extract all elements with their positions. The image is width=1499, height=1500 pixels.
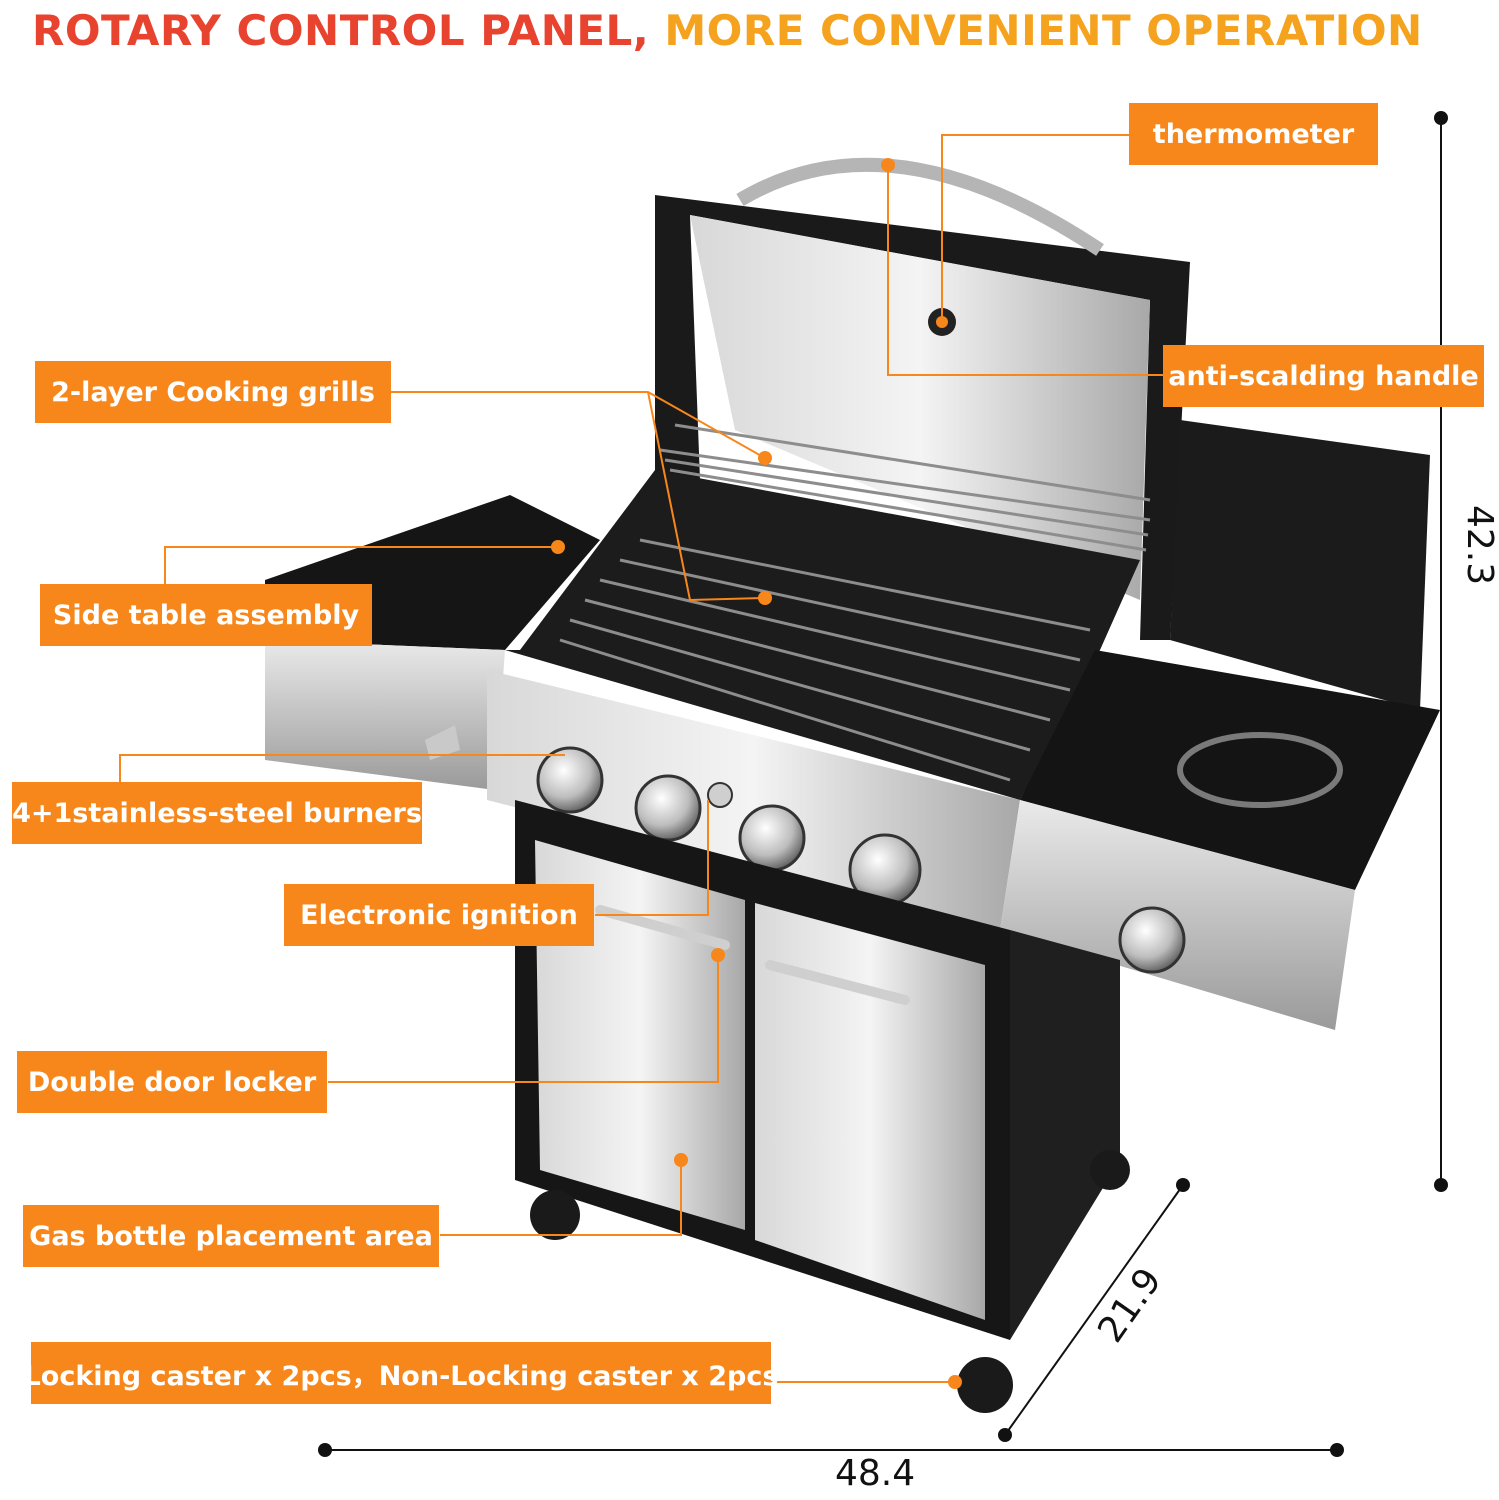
label-thermometer: thermometer <box>1129 103 1378 165</box>
label-burners: 4+1stainless-steel burners <box>12 782 422 844</box>
caster-wheel <box>1090 1150 1130 1190</box>
bottle-opener <box>425 725 460 760</box>
side-burner-knob <box>1118 906 1186 974</box>
label-anti-scalding-handle: anti-scalding handle <box>1163 345 1484 407</box>
handle-bar <box>736 157 1104 256</box>
label-electronic-ignition: Electronic ignition <box>284 884 594 946</box>
leader-dots <box>551 158 962 1389</box>
leader-lines <box>119 134 1163 1383</box>
burner-knob <box>536 746 604 814</box>
label-gas-bottle-area: Gas bottle placement area <box>23 1205 439 1267</box>
dimension-height: 42.3 <box>1459 505 1499 586</box>
headline: ROTARY CONTROL PANEL, MORE CONVENIENT OP… <box>32 6 1423 55</box>
caster-wheel <box>957 1357 1013 1413</box>
caster-wheel <box>530 1190 580 1240</box>
right-side-burner <box>1000 420 1440 1030</box>
cooking-grates <box>559 423 1151 782</box>
ignition-button <box>707 782 733 808</box>
headline-part-2: MORE CONVENIENT OPERATION <box>664 6 1423 55</box>
label-cooking-grills: 2-layer Cooking grills <box>35 361 391 423</box>
control-panel <box>487 670 1020 930</box>
dimension-lines <box>325 118 1442 1451</box>
label-casters: Locking caster x 2pcs，Non-Locking caster… <box>24 1342 778 1404</box>
door-handle <box>765 960 910 1005</box>
label-side-table: Side table assembly <box>40 584 372 646</box>
side-burner-ring <box>1177 732 1343 808</box>
grill-firebox <box>505 423 1151 800</box>
burner-knob <box>738 804 806 872</box>
dimension-width: 48.4 <box>835 1453 916 1494</box>
headline-part-1: ROTARY CONTROL PANEL, <box>32 6 650 55</box>
burner-knob <box>634 774 702 842</box>
cabinet-door-right <box>755 903 985 1320</box>
label-double-door-locker: Double door locker <box>17 1051 327 1113</box>
